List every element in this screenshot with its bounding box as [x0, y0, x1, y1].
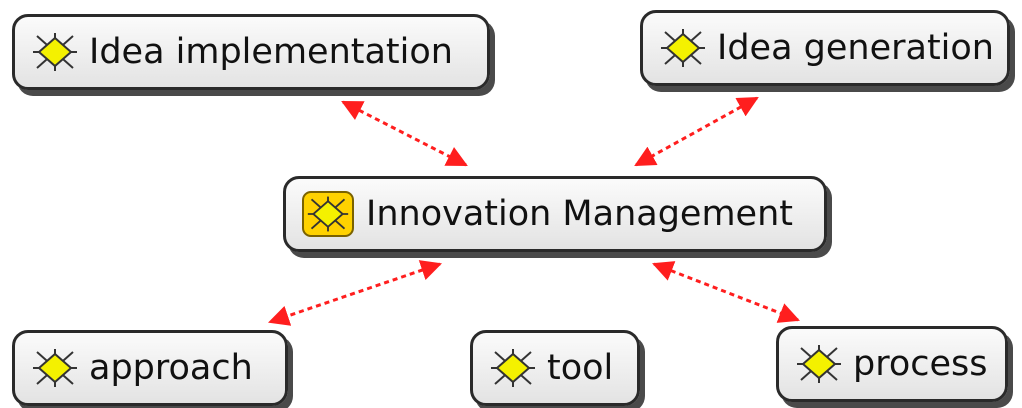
- link-generation-center: [634, 96, 759, 167]
- node-label: Innovation Management: [366, 194, 793, 234]
- concept-diamond-icon: [659, 28, 707, 68]
- node-label: approach: [89, 348, 253, 388]
- link-implementation-center: [341, 100, 468, 167]
- node-label: process: [853, 344, 988, 384]
- node-idea-implementation[interactable]: Idea implementation: [12, 14, 490, 90]
- node-label: tool: [547, 348, 614, 388]
- node-label: Idea implementation: [89, 32, 453, 72]
- concept-diamond-icon: [489, 348, 537, 388]
- node-label: Idea generation: [717, 28, 994, 68]
- concept-diamond-icon: [31, 32, 79, 72]
- node-approach[interactable]: approach: [12, 330, 288, 406]
- concept-diamond-icon: [31, 348, 79, 388]
- link-center-approach: [268, 260, 442, 326]
- node-idea-generation[interactable]: Idea generation: [640, 10, 1010, 86]
- concept-diamond-highlighted-icon: [302, 191, 354, 237]
- node-innovation-management[interactable]: Innovation Management: [283, 176, 827, 252]
- node-process[interactable]: process: [776, 326, 1008, 402]
- node-tool[interactable]: tool: [470, 330, 640, 406]
- concept-diamond-icon: [795, 344, 843, 384]
- link-center-process: [652, 261, 800, 323]
